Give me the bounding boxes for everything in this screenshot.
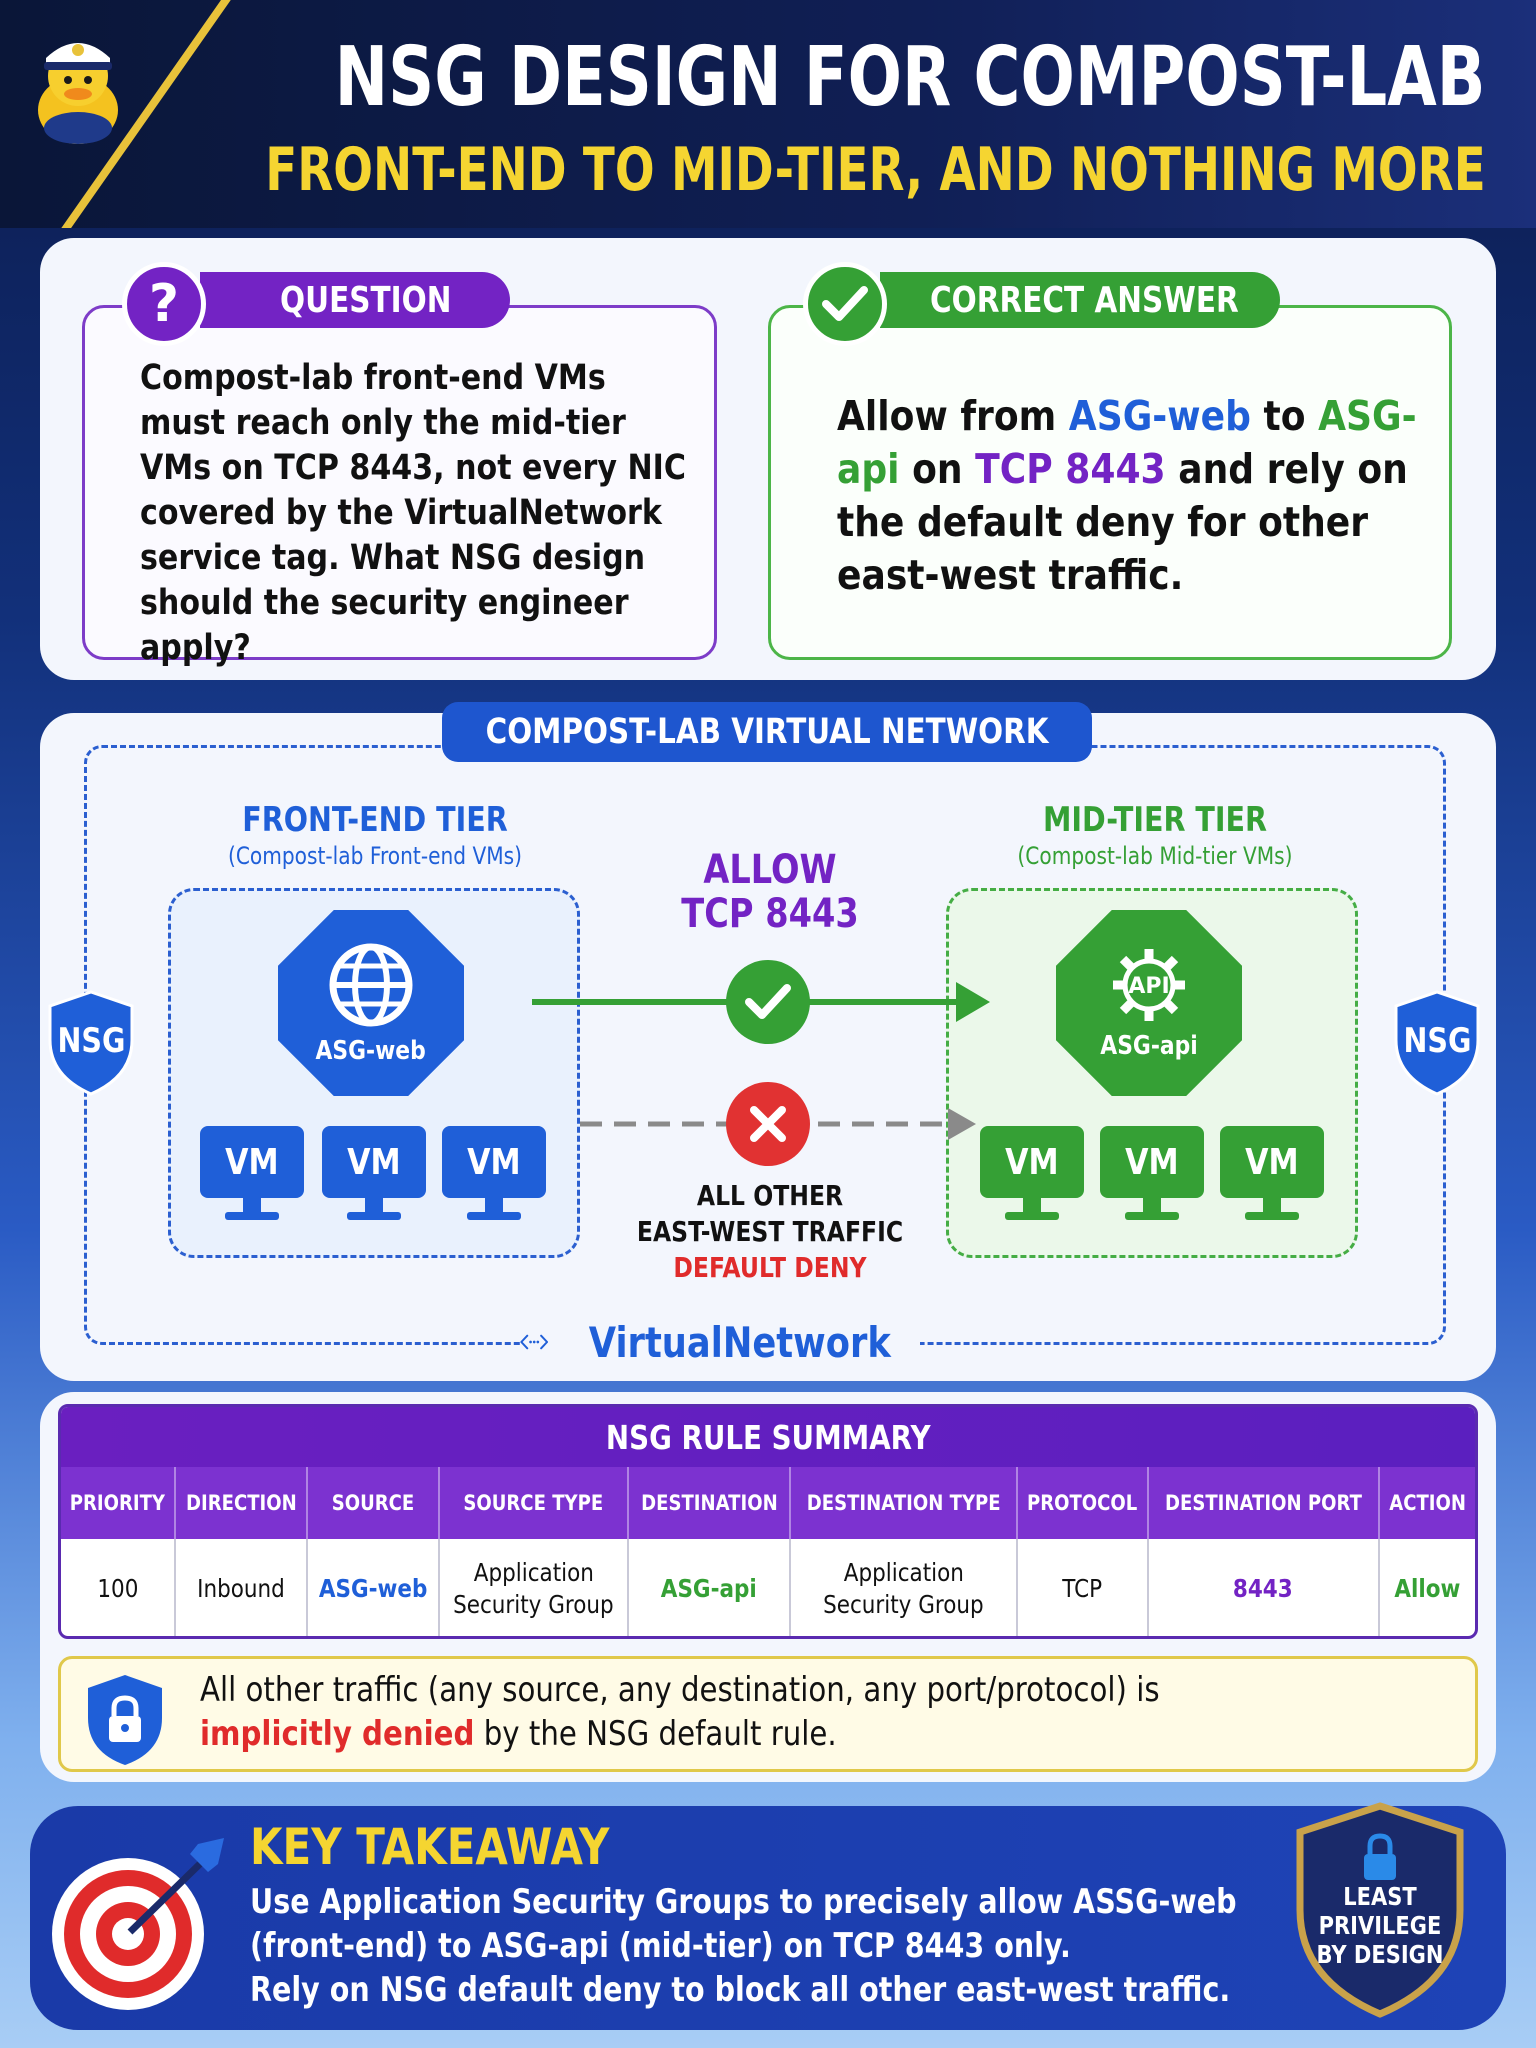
- table-header-row: PRIORITY DIRECTION SOURCE SOURCE TYPE DE…: [61, 1467, 1475, 1539]
- cell-priority: 100: [61, 1539, 177, 1636]
- shield-icon: [1394, 990, 1480, 1096]
- col-direction: DIRECTION: [175, 1467, 309, 1539]
- api-gear-icon: API: [1113, 949, 1185, 1021]
- deny-arrow-head: [948, 1108, 976, 1140]
- vnet-brackets-icon: [520, 1334, 549, 1350]
- question-tag: QUESTION: [200, 272, 510, 328]
- answer-source: ASG-web: [1068, 392, 1251, 440]
- rule-summary-table: NSG RULE SUMMARY PRIORITY DIRECTION SOUR…: [58, 1404, 1478, 1639]
- cell-action: Allow: [1394, 1573, 1461, 1603]
- cell-destination-port: 8443: [1147, 1539, 1380, 1636]
- question-text: Compost-lab front-end VMs must reach onl…: [140, 358, 686, 668]
- page-subtitle: FRONT-END TO MID-TIER, AND NOTHING MORE: [265, 135, 1486, 205]
- col-priority: PRIORITY: [61, 1467, 177, 1539]
- target-icon: [52, 1838, 224, 2010]
- duck-mascot-icon: [38, 43, 118, 144]
- default-deny-note: [58, 1656, 1478, 1772]
- least-privilege-badge-text: LEAST PRIVILEGE BY DESIGN: [1316, 1882, 1444, 1969]
- deny-x-icon: [726, 1082, 810, 1166]
- allow-arrow-head: [956, 982, 990, 1022]
- takeaway-title: KEY TAKEAWAY: [250, 1818, 610, 1876]
- col-protocol: PROTOCOL: [1017, 1467, 1149, 1539]
- least-privilege-badge-icon: [1296, 1802, 1464, 2018]
- default-deny-text: All other traffic (any source, any desti…: [200, 1670, 1160, 1754]
- midtier-vm-3: VM: [1220, 1126, 1328, 1244]
- checkmark-icon: [803, 262, 887, 346]
- answer-box: [768, 305, 1452, 660]
- midtier-vm-2: VM: [1100, 1126, 1208, 1244]
- answer-port: TCP 8443: [975, 445, 1166, 493]
- asg-web-node: ASG-web: [278, 910, 464, 1096]
- shield-icon: [48, 990, 134, 1096]
- col-destination-port: DESTINATION PORT: [1147, 1467, 1380, 1539]
- col-destination: DESTINATION: [628, 1467, 791, 1539]
- takeaway-text: Use Application Security Groups to preci…: [250, 1882, 1237, 2010]
- frontend-vm-1: VM: [200, 1126, 308, 1244]
- col-source-type: SOURCE TYPE: [439, 1467, 630, 1539]
- allow-check-icon: [726, 960, 810, 1044]
- answer-text: Allow from ASG-web to ASG-api on TCP 844…: [837, 392, 1417, 599]
- virtual-network-label: VirtualNetwork: [520, 1312, 920, 1372]
- asg-api-node: API ASG-api: [1056, 910, 1242, 1096]
- frontend-vm-2: VM: [322, 1126, 430, 1244]
- col-action: ACTION: [1378, 1467, 1475, 1539]
- answer-tag: CORRECT ANSWER: [880, 272, 1280, 328]
- network-title: COMPOST-LAB VIRTUAL NETWORK: [442, 702, 1092, 762]
- globe-icon: [329, 943, 413, 1027]
- svg-text:API: API: [1128, 974, 1169, 999]
- allow-label: ALLOW TCP 8443: [681, 847, 859, 937]
- frontend-tier-title: FRONT-END TIER (Compost-lab Front-end VM…: [227, 800, 523, 870]
- answer-destination: ASG-api: [837, 392, 1417, 493]
- rules-table: PRIORITY DIRECTION SOURCE SOURCE TYPE DE…: [61, 1467, 1475, 1636]
- deny-label: ALL OTHER EAST-WEST TRAFFIC DEFAULT DENY: [636, 1179, 904, 1284]
- question-mark-icon: ?: [122, 262, 206, 346]
- nsg-shield-left: NSG: [46, 988, 136, 1098]
- lock-shield-icon: [88, 1675, 162, 1765]
- key-takeaway-banner: [30, 1806, 1506, 2030]
- col-source: SOURCE: [307, 1467, 441, 1539]
- frontend-vm-3: VM: [442, 1126, 550, 1244]
- rule-summary-title: NSG RULE SUMMARY: [61, 1407, 1475, 1467]
- cell-destination: ASG-api: [628, 1539, 791, 1636]
- col-destination-type: DESTINATION TYPE: [790, 1467, 1019, 1539]
- cell-direction: Inbound: [175, 1539, 309, 1636]
- cell-source: ASG-web: [307, 1539, 441, 1636]
- nsg-shield-right: NSG: [1392, 988, 1482, 1098]
- header-banner: NSG DESIGN FOR COMPOST-LAB FRONT-END TO …: [0, 0, 1536, 228]
- cell-protocol: TCP: [1017, 1539, 1149, 1636]
- midtier-vm-1: VM: [980, 1126, 1088, 1244]
- midtier-tier-title: MID-TIER TIER (Compost-lab Mid-tier VMs): [1017, 800, 1293, 870]
- page-title: NSG DESIGN FOR COMPOST-LAB: [335, 30, 1486, 125]
